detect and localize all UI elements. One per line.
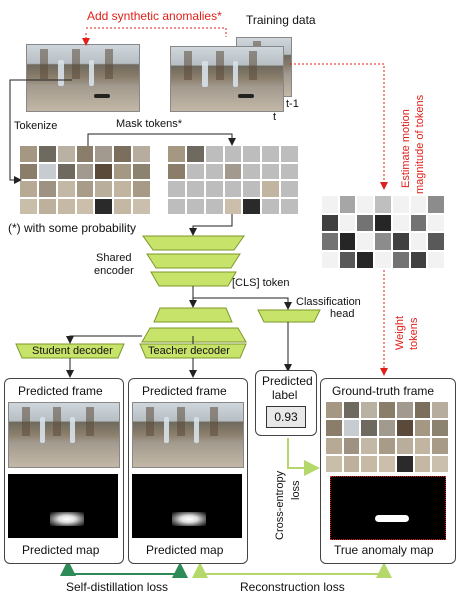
motion-token-cell (392, 196, 409, 213)
shared-encoder-label-2: encoder (94, 265, 134, 277)
classification-head-label: Classification (296, 296, 361, 308)
cls-token-label: [CLS] token (232, 277, 290, 289)
classification-head-label-2: head (330, 308, 355, 320)
motion-token-cell (410, 214, 427, 231)
motion-token-cell (375, 214, 391, 231)
shared-encoder-label: Shared (96, 252, 132, 264)
motion-token-cell (392, 251, 409, 268)
motion-magnitude-grid (322, 196, 444, 268)
self-distillation-loss-label: Self-distillation loss (66, 580, 169, 594)
classification-head (257, 309, 321, 323)
training-data-label: Training data (246, 13, 316, 27)
decoder-layer-2 (141, 327, 247, 343)
motion-token-cell (322, 196, 338, 213)
reconstruction-loss-label: Reconstruction loss (240, 580, 345, 594)
teacher-decoder-label: Teacher decoder (148, 345, 230, 357)
motion-token-cell (357, 214, 374, 231)
predicted-label-title: Predicted (262, 374, 313, 388)
motion-token-cell (375, 233, 391, 250)
motion-token-cell (428, 233, 444, 250)
motion-token-cell (410, 196, 427, 213)
add-synthetic-anomalies-label: Add synthetic anomalies* (87, 9, 222, 23)
student-predicted-map (8, 474, 118, 538)
cross-entropy-label: Cross-entropy (274, 470, 286, 540)
cross-entropy-label-2: loss (290, 480, 302, 500)
mask-tokens-label: Mask tokens* (116, 118, 183, 130)
student-predicted-frame (8, 402, 120, 468)
teacher-predicted-frame (132, 402, 244, 468)
motion-token-cell (339, 214, 356, 231)
motion-token-cell (357, 196, 374, 213)
masked-token-frame (168, 146, 298, 214)
motion-token-cell (339, 233, 356, 250)
true-anomaly-map (330, 476, 446, 540)
probability-note: (*) with some probability (8, 221, 137, 235)
t-minus-1-label: t-1 (286, 98, 299, 110)
student-decoder-label: Student decoder (32, 345, 113, 357)
frame-t (170, 46, 284, 112)
motion-token-cell (322, 233, 338, 250)
predicted-label-title-2: label (272, 388, 298, 402)
motion-token-cell (410, 251, 427, 268)
student-predicted-map-label: Predicted map (22, 543, 100, 557)
teacher-predicted-map (132, 474, 242, 538)
frame-with-anomaly (26, 44, 140, 112)
motion-token-cell (322, 214, 338, 231)
motion-token-cell (410, 233, 427, 250)
ground-truth-frame-label: Ground-truth frame (332, 384, 435, 398)
encoder-layer-1 (142, 235, 245, 251)
motion-token-cell (428, 196, 444, 213)
motion-token-cell (428, 214, 444, 231)
teacher-predicted-frame-label: Predicted frame (142, 384, 227, 398)
encoder-layer-2 (146, 253, 241, 269)
motion-token-cell (392, 233, 409, 250)
motion-token-cell (375, 251, 391, 268)
student-decoder-bar (15, 343, 125, 359)
motion-token-cell (322, 251, 338, 268)
motion-token-cell (428, 251, 444, 268)
motion-token-cell (357, 233, 374, 250)
teacher-decoder-bar (139, 343, 247, 359)
true-anomaly-map-label: True anomaly map (334, 543, 434, 557)
motion-token-cell (339, 251, 356, 268)
decoder-layer-1 (153, 307, 233, 323)
tokenized-frame (20, 146, 150, 214)
tokenize-label: Tokenize (14, 120, 58, 132)
motion-token-cell (357, 251, 374, 268)
predicted-score-box: 0.93 (266, 406, 306, 428)
t-label: t (273, 111, 277, 123)
encoder-layer-3 (150, 271, 237, 287)
motion-token-cell (375, 196, 391, 213)
student-predicted-frame-label: Predicted frame (18, 384, 103, 398)
motion-token-cell (339, 196, 356, 213)
ground-truth-token-frame (326, 402, 448, 472)
teacher-predicted-map-label: Predicted map (146, 543, 224, 557)
motion-token-cell (392, 214, 409, 231)
